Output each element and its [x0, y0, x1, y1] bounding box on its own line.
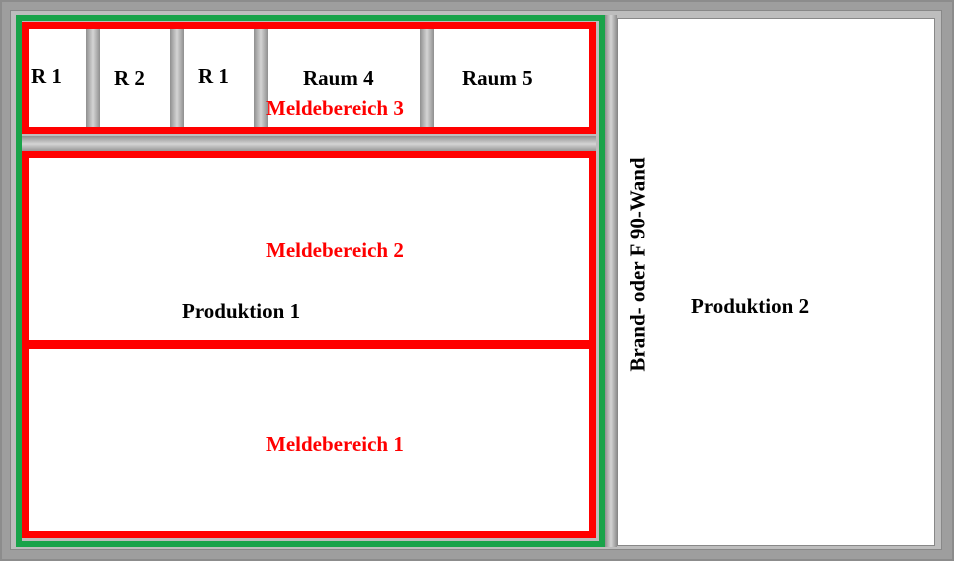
label-produktion-1: Produktion 1: [182, 299, 301, 323]
label-r1-right: R 1: [198, 64, 229, 88]
wall-divider: [86, 26, 100, 130]
label-raum-4: Raum 4: [303, 66, 374, 90]
wall-divider: [170, 26, 184, 130]
fire-wall: [605, 15, 617, 547]
room-produktion-2: [617, 18, 935, 546]
label-meldebereich-2: Meldebereich 2: [266, 238, 404, 262]
room-r2: [100, 26, 170, 130]
room-raum5: [434, 26, 592, 130]
zone-meldebereich-1: [22, 342, 596, 538]
label-meldebereich-1: Meldebereich 1: [266, 432, 404, 456]
label-produktion-2: Produktion 2: [691, 294, 810, 318]
wall-divider: [420, 26, 434, 130]
label-r2: R 2: [114, 66, 145, 90]
label-raum-5: Raum 5: [462, 66, 533, 90]
label-fire-wall: Brand- oder F 90-Wand: [625, 157, 650, 372]
zone-meldebereich-3: [22, 22, 596, 134]
wall-horizontal: [22, 136, 596, 152]
room-raum4: [268, 26, 420, 130]
room-r1-right: [184, 26, 254, 130]
label-meldebereich-3: Meldebereich 3: [266, 96, 404, 120]
room-r1-left: [24, 26, 86, 130]
label-r1-left: R 1: [31, 64, 62, 88]
wall-divider: [254, 26, 268, 130]
section-boundary: [16, 15, 605, 547]
